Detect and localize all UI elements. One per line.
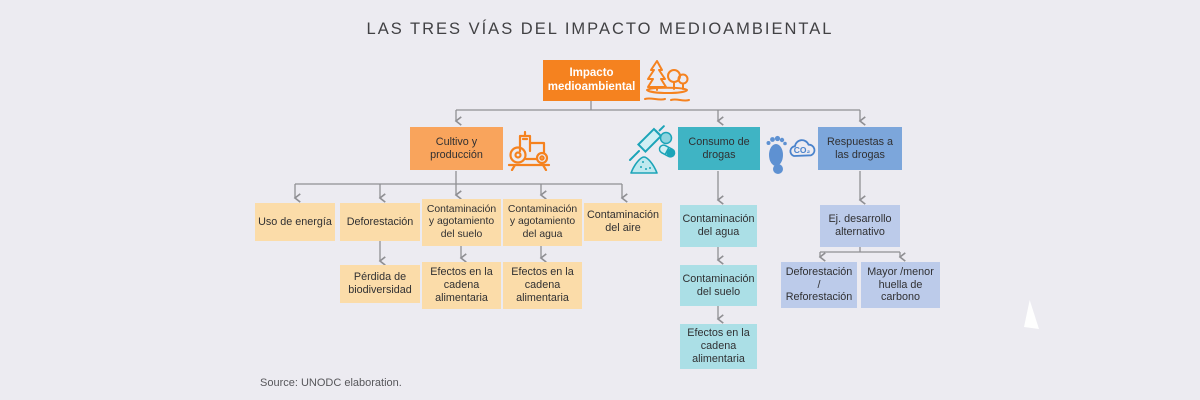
- node-label: Deforestación: [346, 215, 414, 228]
- node-uso-de-energia: Uso de energía: [255, 203, 335, 241]
- node-consumo-contaminacion-agua: Contaminación del agua: [680, 205, 757, 247]
- node-deforestacion: Deforestación: [340, 203, 420, 241]
- node-label: Efectos en la cadena alimentaria: [430, 266, 493, 304]
- co2-label: CO₂: [794, 145, 811, 155]
- node-contaminacion-del-aire: Contaminación del aire: [584, 203, 662, 241]
- node-label: Deforestación / Reforestación: [785, 265, 853, 304]
- node-label: Efectos en la cadena alimentaria: [511, 266, 574, 304]
- node-contaminacion-agotamiento-agua: Contaminación y agotamiento del agua: [503, 199, 582, 246]
- forest-island-icon: [644, 60, 690, 102]
- node-label: Ej. desarrollo alternativo: [828, 213, 892, 238]
- node-ej-desarrollo-alternativo: Ej. desarrollo alternativo: [820, 205, 900, 247]
- node-label: Contaminación y agotamiento del agua: [507, 204, 578, 240]
- syringe-pills-powder-icon: [629, 125, 676, 174]
- node-label: Pérdida de biodiversidad: [348, 271, 412, 296]
- node-label: Impacto medioambiental: [547, 66, 636, 93]
- node-label: Uso de energía: [258, 215, 332, 228]
- node-label: Respuestas a las drogas: [826, 135, 894, 161]
- node-consumo-contaminacion-suelo: Contaminación del suelo: [680, 265, 757, 306]
- node-efectos-cadena-alimentaria-suelo: Efectos en la cadena alimentaria: [422, 262, 501, 309]
- node-impacto-medioambiental: Impacto medioambiental: [543, 60, 640, 101]
- source-note: Source: UNODC elaboration.: [260, 377, 402, 389]
- node-respuestas-a-las-drogas: Respuestas a las drogas: [818, 127, 902, 170]
- node-cultivo-y-produccion: Cultivo y producción: [410, 127, 503, 170]
- node-efectos-cadena-alimentaria-agua: Efectos en la cadena alimentaria: [503, 262, 582, 309]
- node-label: Efectos en la cadena alimentaria: [687, 327, 750, 365]
- node-perdida-de-biodiversidad: Pérdida de biodiversidad: [340, 265, 420, 303]
- tractor-icon: [507, 130, 551, 171]
- node-label: Mayor /menor huella de carbono: [867, 265, 934, 304]
- node-consumo-de-drogas: Consumo de drogas: [678, 127, 760, 170]
- node-deforestacion-reforestacion: Deforestación / Reforestación: [781, 262, 857, 308]
- footprint-co2-cloud-icon: CO₂: [766, 135, 816, 174]
- node-label: Contaminación del suelo: [682, 272, 755, 298]
- node-mayor-menor-huella-carbono: Mayor /menor huella de carbono: [861, 262, 940, 308]
- node-consumo-efectos-cadena: Efectos en la cadena alimentaria: [680, 324, 757, 369]
- node-label: Contaminación del agua: [682, 213, 755, 238]
- node-label: Cultivo y producción: [430, 135, 483, 161]
- node-label: Contaminación del aire: [586, 209, 660, 234]
- node-contaminacion-agotamiento-suelo: Contaminación y agotamiento del suelo: [422, 199, 501, 246]
- node-label: Consumo de drogas: [688, 135, 750, 161]
- node-label: Contaminación y agotamiento del suelo: [426, 204, 497, 240]
- page-title: LAS TRES VÍAS DEL IMPACTO MEDIOAMBIENTAL: [366, 20, 834, 38]
